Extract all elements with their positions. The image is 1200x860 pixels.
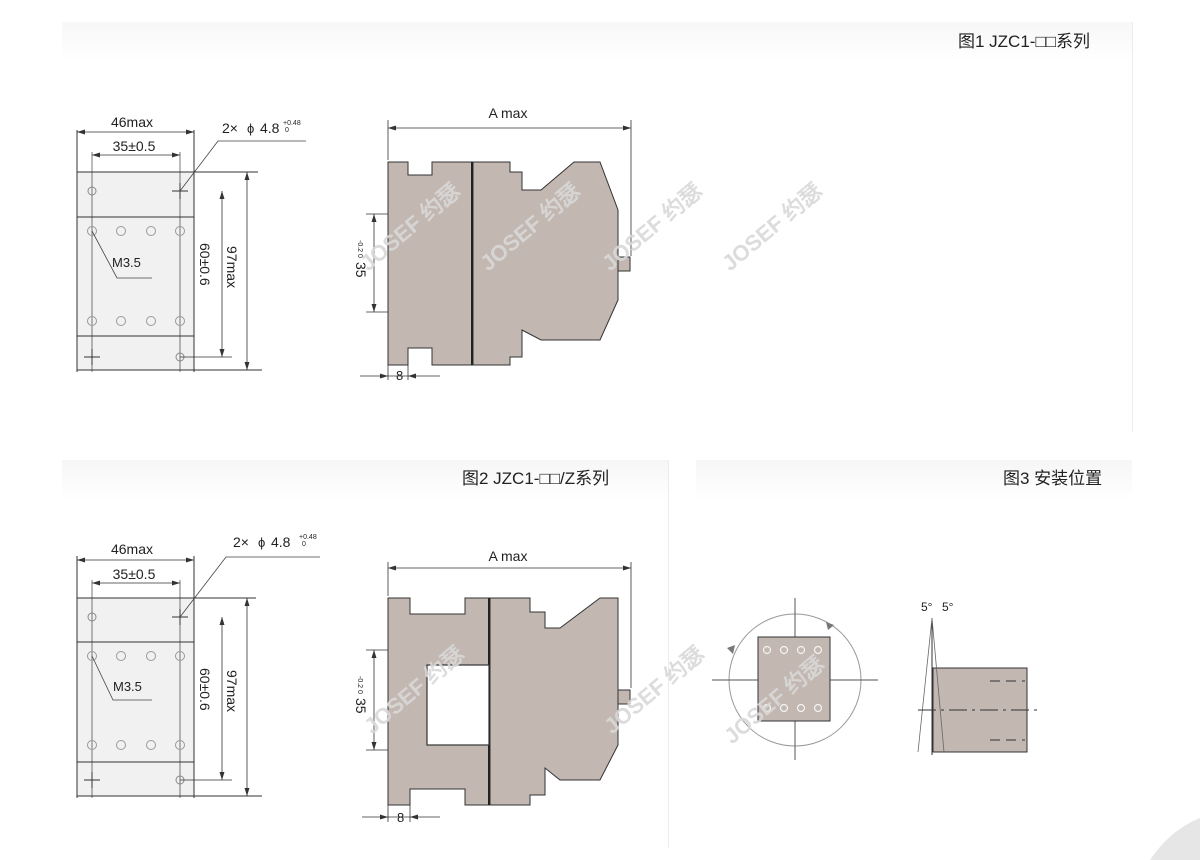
- page-curl: [1150, 818, 1200, 860]
- fig2-front-body: [77, 598, 194, 796]
- hole-spec-phi: ϕ: [247, 121, 254, 136]
- fig1-front-body: [77, 172, 194, 370]
- fig2-side-view: A max 35 -0.2 0 8: [353, 548, 632, 825]
- screw-label: M3.5: [112, 255, 141, 270]
- dim-height-max: 97max: [224, 246, 240, 288]
- fig3-rotation-view: [712, 598, 878, 760]
- tilt-angle-left: 5°: [921, 600, 933, 614]
- hole-tol-upper: +0.48: [299, 534, 317, 541]
- terminal-screws: [87, 226, 185, 326]
- fig1-caption: 图1 JZC1-□□系列: [958, 32, 1090, 51]
- fig2-cover-body: [489, 597, 619, 806]
- mount-hole: [87, 186, 97, 196]
- fig3-tilt-view: 5° 5°: [917, 600, 1042, 755]
- dim-rail-tol: -0.2 0: [356, 240, 363, 258]
- dim-rail: 35: [353, 262, 369, 278]
- fig1-front-view: 46max 35±0.5 2× ϕ 4.8 +0.48 0 M3.5 60±0.…: [76, 114, 306, 372]
- hole-spec-prefix: 2×: [222, 120, 238, 136]
- fig1-cover-body: [472, 161, 619, 366]
- watermark: JOSEF 约瑟: [717, 178, 827, 276]
- fig3-caption: 图3 安装位置: [1003, 469, 1103, 488]
- hole-spec-value: 4.8: [271, 534, 291, 550]
- dim-height-pitch: 60±0.6: [197, 668, 213, 711]
- hole-leader: [179, 140, 306, 192]
- dim-height-max: 97max: [224, 670, 240, 712]
- dim-offset: 8: [397, 810, 404, 825]
- hole-tol-lower: 0: [302, 541, 306, 548]
- dim-offset: 8: [396, 368, 403, 383]
- dim-depth-max: A max: [489, 105, 528, 121]
- fig2-front-view: 46max 35±0.5 2× ϕ 4.8 +0.48 0 M3.5 60±0.…: [76, 534, 320, 798]
- dim-width-max: 46max: [111, 114, 153, 130]
- hole-tol-lower: 0: [285, 127, 289, 134]
- screw-label: M3.5: [113, 679, 142, 694]
- fig1-actuator: [617, 256, 631, 272]
- dim-hole-pitch: 35±0.5: [113, 138, 156, 154]
- fig2-caption: 图2 JZC1-□□/Z系列: [462, 469, 610, 488]
- fig1-side-view: A max 35 -0.2 0 8: [353, 105, 632, 383]
- dim-rail-tol: -0.2 0: [356, 676, 363, 694]
- dim-hole-pitch: 35±0.5: [113, 566, 156, 582]
- hole-tol-upper: +0.48: [283, 120, 301, 127]
- dim-depth-max: A max: [489, 548, 528, 564]
- dim-rail: 35: [353, 698, 369, 714]
- terminal-screws: [87, 651, 185, 750]
- hole-spec-prefix: 2×: [233, 534, 249, 550]
- fig2-actuator: [617, 689, 631, 705]
- hole-spec-value: 4.8: [260, 120, 280, 136]
- fig2-window: [426, 664, 490, 746]
- dim-height-pitch: 60±0.6: [197, 243, 213, 286]
- dim-width-max: 46max: [111, 541, 153, 557]
- hole-spec-phi: ϕ: [258, 535, 265, 550]
- tilt-angle-right: 5°: [942, 600, 954, 614]
